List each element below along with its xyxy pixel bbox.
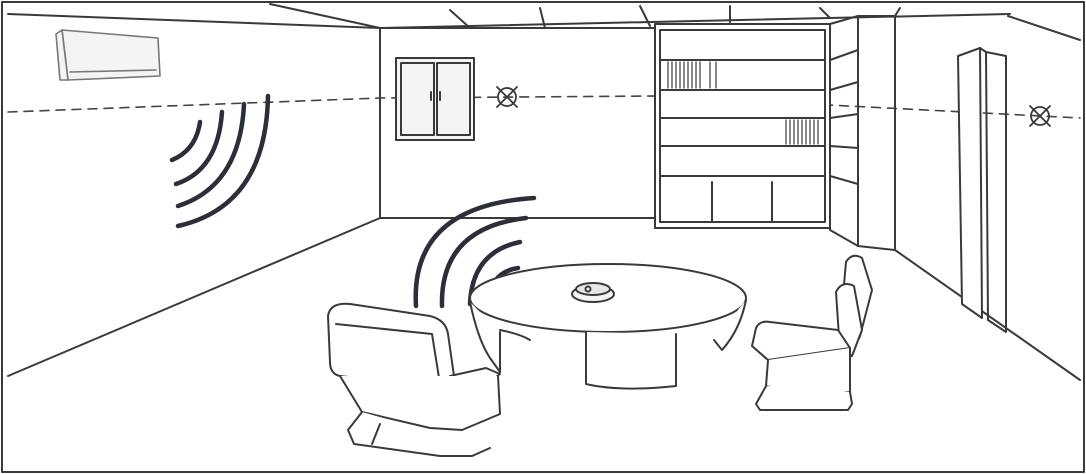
signal-wave-icon bbox=[172, 96, 268, 226]
air-conditioner-icon bbox=[56, 30, 160, 80]
chair-icon bbox=[752, 256, 872, 410]
conference-table-icon bbox=[470, 264, 746, 389]
window-icon bbox=[396, 58, 474, 140]
ceiling-microphone-icon bbox=[572, 283, 614, 302]
dashed-guide-line bbox=[8, 96, 1080, 118]
crossed-circle-marker-icon bbox=[497, 87, 517, 107]
bookshelf-icon bbox=[655, 16, 895, 250]
door-icon bbox=[958, 48, 1006, 332]
chair-icon bbox=[328, 304, 500, 456]
